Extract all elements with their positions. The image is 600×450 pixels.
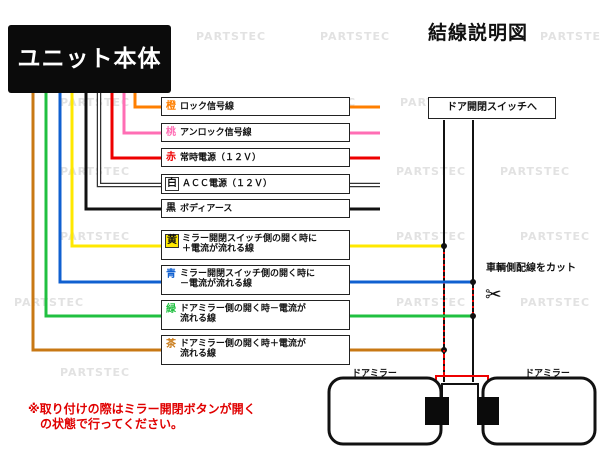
door-switch-label: ドア開閉スイッチへ xyxy=(428,97,556,119)
watermark: PARTSTEC xyxy=(520,296,591,309)
wire-label-orange: 橙 ロック信号線 xyxy=(161,97,350,116)
wire-label-yellow: 黄 ミラー開閉スイッチ側の開く時に ＋電流が流れる線 xyxy=(161,230,350,260)
wire-label-text: ボディアース xyxy=(180,203,233,214)
scissors-icon: ✂ xyxy=(485,282,502,306)
wire-label-brown: 茶 ドアミラー側の開く時＋電流が 流れる線 xyxy=(161,335,350,365)
watermark: PARTSTEC xyxy=(500,165,571,178)
wire-label-green: 緑 ドアミラー側の開く時－電流が 流れる線 xyxy=(161,300,350,330)
wire-color-kanji: 黄 xyxy=(165,234,179,248)
watermark: PARTSTEC xyxy=(60,165,131,178)
wire-label-text: ＡＣＣ電源（１２Ｖ） xyxy=(182,179,273,189)
wire-color-kanji: 桃 xyxy=(166,126,176,138)
wire-label-text: ドアミラー側の開く時－電流が 流れる線 xyxy=(180,304,306,324)
door-mirror-left xyxy=(327,376,443,446)
wire-label-text: 常時電源（１２Ｖ） xyxy=(180,152,262,163)
watermark: PARTSTEC xyxy=(60,366,131,379)
watermark: PARTSTEC xyxy=(520,230,591,243)
junction-dot xyxy=(441,243,447,249)
junction-dot xyxy=(470,313,476,319)
diagram-title: 結線説明図 xyxy=(428,22,529,44)
wire-label-black: 黒 ボディアース xyxy=(161,199,350,218)
door-mirror-right xyxy=(481,376,597,446)
watermark: PARTSTEC xyxy=(320,30,391,43)
wire-label-text: アンロック信号線 xyxy=(180,127,252,138)
watermark: PARTSTEC xyxy=(396,165,467,178)
mirror-wire-black xyxy=(441,383,479,398)
wire-label-white: 白 ＡＣＣ電源（１２Ｖ） xyxy=(161,174,350,194)
wire-color-kanji: 白 xyxy=(165,177,179,191)
wire-color-kanji: 茶 xyxy=(166,339,176,350)
cut-wire-label: 車輌側配線をカット xyxy=(486,263,576,274)
wire-color-kanji: 青 xyxy=(166,269,176,280)
watermark: PARTSTEC xyxy=(60,230,131,243)
watermark: PARTSTEC xyxy=(396,230,467,243)
wire-label-text: ドアミラー側の開く時＋電流が 流れる線 xyxy=(180,339,306,359)
door-mirror-left-label: ドアミラー xyxy=(352,369,397,379)
watermark: PARTSTEC xyxy=(14,296,85,309)
installation-note: ※取り付けの際はミラー開閉ボタンが開く の状態で行ってください。 xyxy=(28,402,256,431)
wire-label-text: ミラー開閉スイッチ側の開く時に ＋電流が流れる線 xyxy=(182,234,318,254)
wire-color-kanji: 黒 xyxy=(166,202,176,214)
watermark: PARTSTEC xyxy=(540,30,600,43)
wire-color-kanji: 緑 xyxy=(166,304,176,315)
wire-color-kanji: 赤 xyxy=(166,151,176,163)
wire-label-text: ロック信号線 xyxy=(180,101,235,112)
wire-color-kanji: 橙 xyxy=(166,100,176,112)
wire-label-text: ミラー開閉スイッチ側の開く時に －電流が流れる線 xyxy=(180,269,316,289)
wire-label-blue: 青 ミラー開閉スイッチ側の開く時に －電流が流れる線 xyxy=(161,265,350,295)
mirror-connector-right xyxy=(477,397,499,425)
unit-body: ユニット本体 xyxy=(8,25,171,93)
wire-label-pink: 桃 アンロック信号線 xyxy=(161,123,350,142)
watermark: PARTSTEC xyxy=(196,30,267,43)
junction-dot xyxy=(470,279,476,285)
door-mirror-right-label: ドアミラー xyxy=(525,369,570,379)
wire-label-red: 赤 常時電源（１２Ｖ） xyxy=(161,148,350,167)
watermark: PARTSTEC xyxy=(396,296,467,309)
mirror-connector-left xyxy=(425,397,449,425)
